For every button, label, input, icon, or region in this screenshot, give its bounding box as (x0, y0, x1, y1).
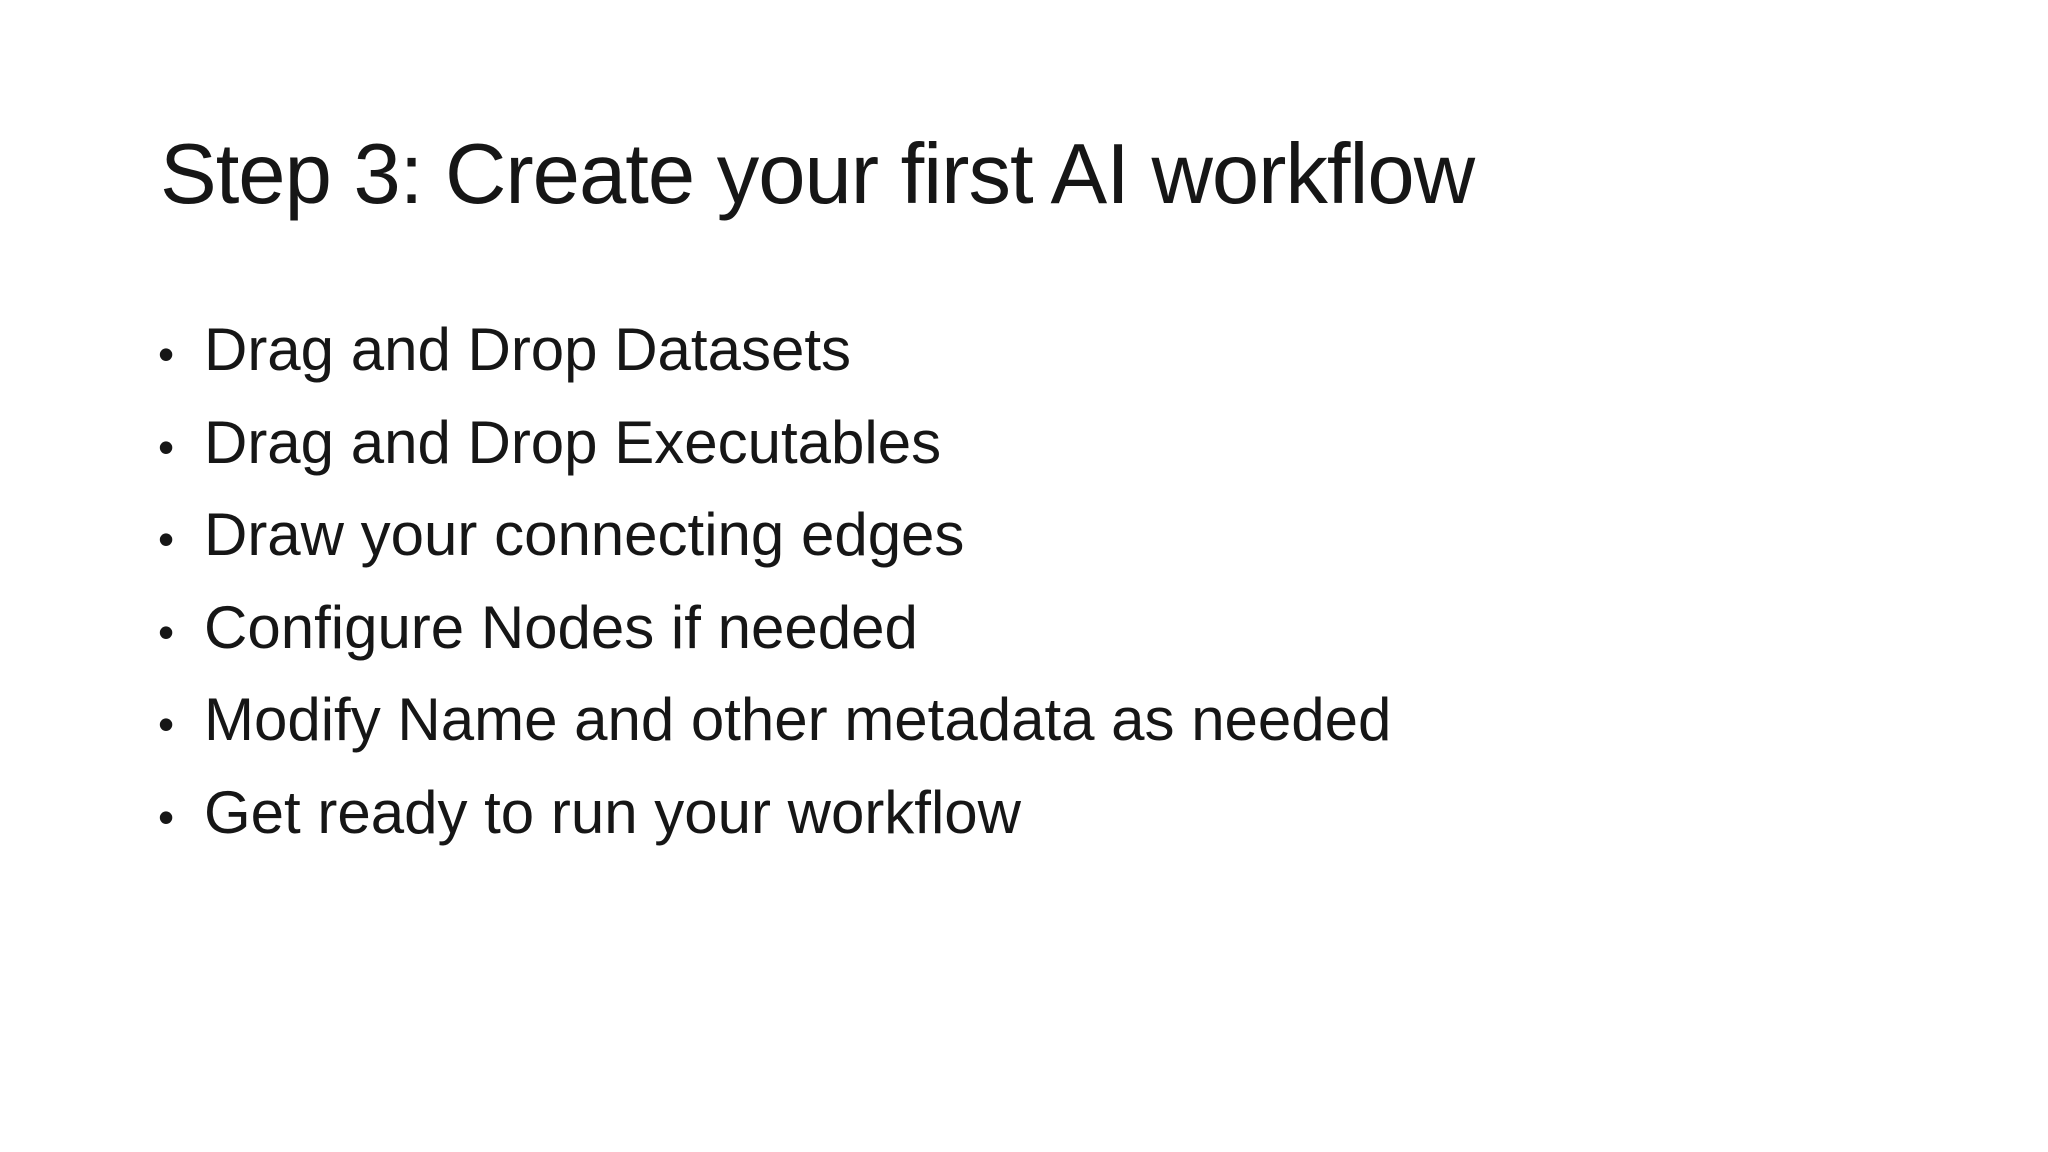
bullet-marker: • (158, 790, 175, 843)
bullet-text: Drag and Drop Datasets (204, 316, 851, 383)
bullet-item: • Configure Nodes if needed (158, 584, 1858, 677)
bullet-item: • Modify Name and other metadata as need… (158, 676, 1858, 769)
bullet-item: • Draw your connecting edges (158, 491, 1858, 584)
bullet-text: Modify Name and other metadata as needed (204, 686, 1392, 753)
bullet-item: • Drag and Drop Datasets (158, 306, 1858, 399)
bullet-text: Drag and Drop Executables (204, 408, 942, 476)
bullet-marker: • (158, 513, 175, 565)
bullet-item: • Get ready to run your workflow (158, 769, 1858, 862)
bullet-text: Get ready to run your workflow (204, 778, 1022, 846)
bullet-marker: • (158, 605, 175, 658)
bullet-item: • Drag and Drop Executables (158, 399, 1858, 492)
bullet-marker: • (158, 328, 175, 380)
bullet-marker: • (158, 698, 175, 750)
bullet-marker: • (158, 420, 175, 473)
bullet-list: • Drag and Drop Datasets • Drag and Drop… (158, 306, 1858, 861)
bullet-text: Draw your connecting edges (204, 501, 965, 568)
bullet-text: Configure Nodes if needed (204, 593, 918, 661)
slide-title: Step 3: Create your first AI workflow (160, 127, 1475, 222)
